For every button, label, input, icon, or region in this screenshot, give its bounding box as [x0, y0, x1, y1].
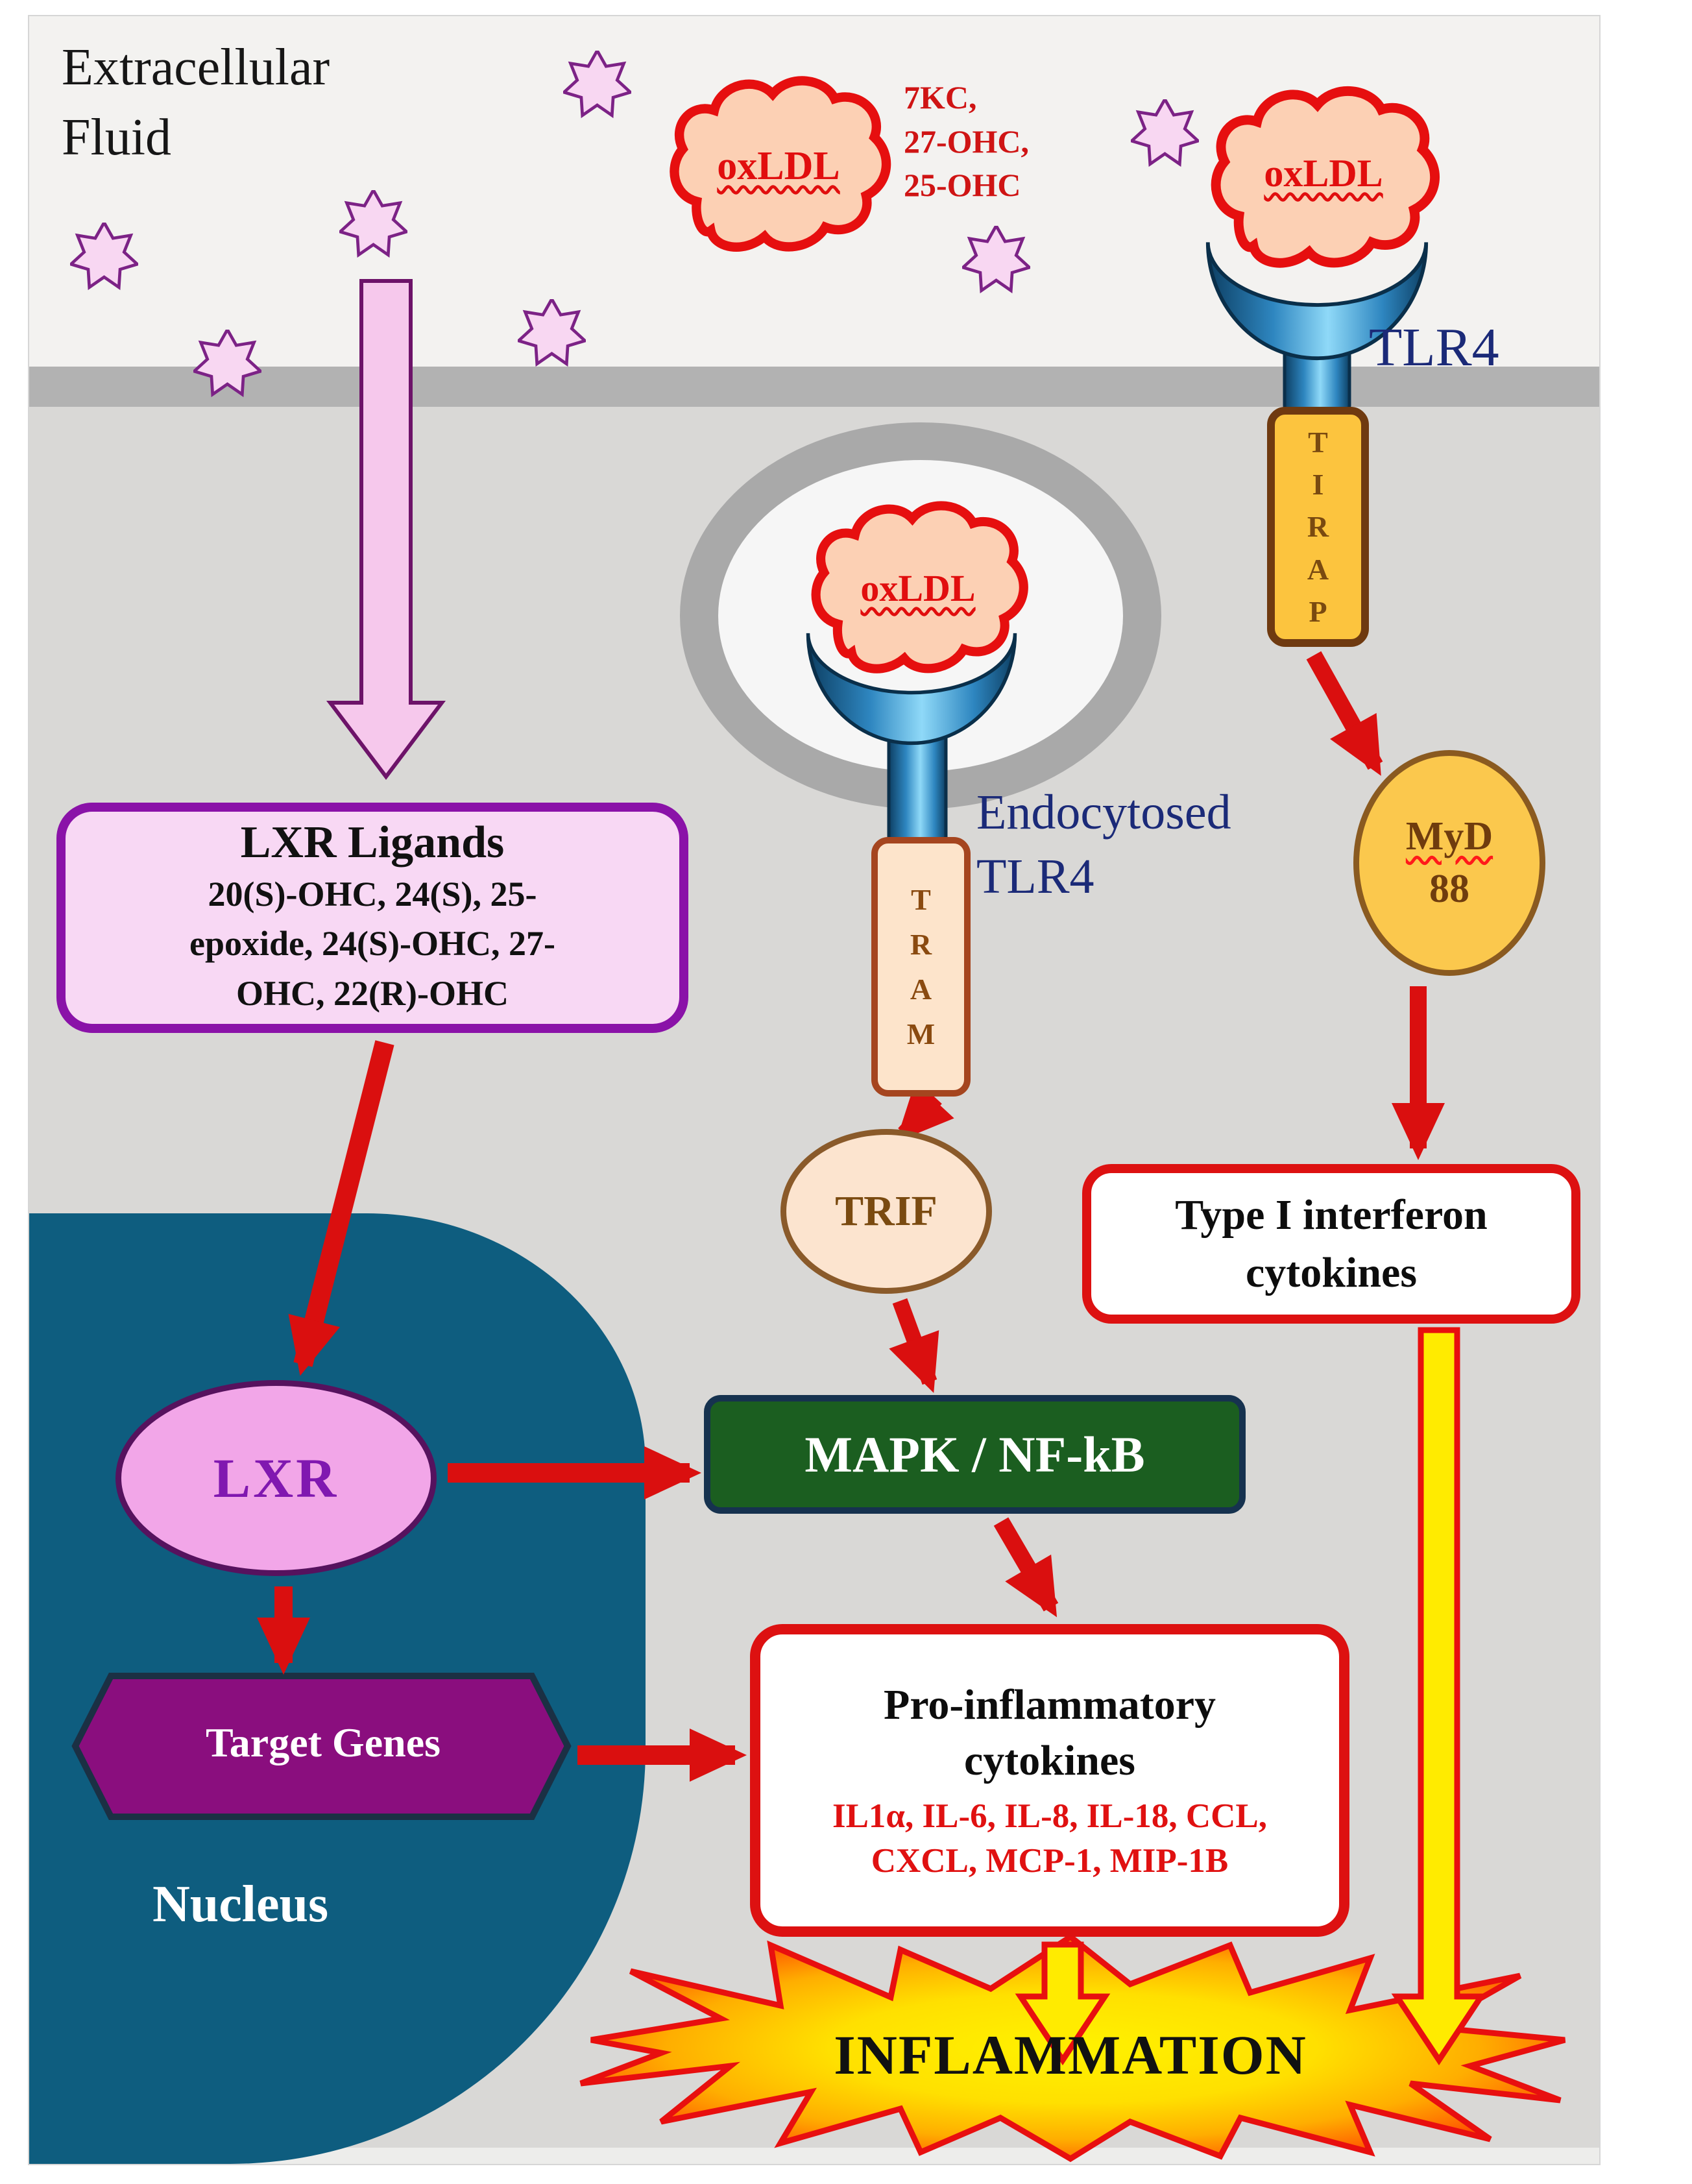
mapk-nfkb-label: MAPK / NF-kB [804, 1426, 1145, 1483]
lxr-ligands-title: LXR Ligands [240, 818, 505, 868]
trif-node: TRIF [780, 1129, 992, 1294]
proinflammatory-title: Pro-inflammatory cytokines [884, 1681, 1216, 1785]
pathway-diagram: Extracellular Fluid oxLDL 7KC, 27-OHC, 2… [28, 15, 1601, 2165]
myd88-node: MyD 88 [1353, 750, 1545, 976]
lxr-ligands-box: LXR Ligands 20(S)-OHC, 24(S), 25- epoxid… [56, 803, 688, 1033]
myd88-label-top: MyD [1405, 814, 1493, 859]
tram-letters: T R A M [906, 883, 936, 1050]
mapk-nfkb-box: MAPK / NF-kB [704, 1395, 1246, 1514]
proinflammatory-cytokines-box: Pro-inflammatory cytokines IL1α, IL-6, I… [750, 1624, 1349, 1937]
type1-interferon-box: Type I interferon cytokines [1082, 1164, 1580, 1324]
tlr4-label: TLR4 [1369, 317, 1499, 378]
myd88-label-bottom: 88 [1429, 867, 1469, 911]
lxr-ligands-list: 20(S)-OHC, 24(S), 25- epoxide, 24(S)-OHC… [189, 874, 555, 1013]
tirap-letters: T I R A P [1307, 425, 1329, 628]
target-genes-label: Target Genes [205, 1719, 441, 1765]
oxldl-label: oxLDL [717, 144, 840, 188]
tram-adapter: T R A M [871, 837, 971, 1097]
oxldl-label: oxLDL [860, 567, 976, 609]
proinflammatory-cytokine-list: IL1α, IL-6, IL-8, IL-18, CCL, CXCL, MCP-… [832, 1797, 1268, 1880]
tirap-adapter: T I R A P [1267, 407, 1369, 647]
nucleus-label: Nucleus [152, 1876, 329, 1933]
extracellular-fluid-label: Extracellular Fluid [62, 39, 330, 166]
oxldl-label: oxLDL [1264, 152, 1383, 195]
oxysterols-list: 7KC, 27-OHC, 25-OHC [904, 79, 1030, 203]
lxr-node: LXR [115, 1380, 437, 1576]
inflammation-label: INFLAMMATION [834, 2024, 1307, 2086]
trif-label: TRIF [835, 1187, 937, 1235]
endocytosed-tlr4-label: Endocytosed TLR4 [976, 785, 1231, 904]
plasma-membrane [29, 367, 1599, 407]
lxr-label: LXR [213, 1447, 339, 1509]
